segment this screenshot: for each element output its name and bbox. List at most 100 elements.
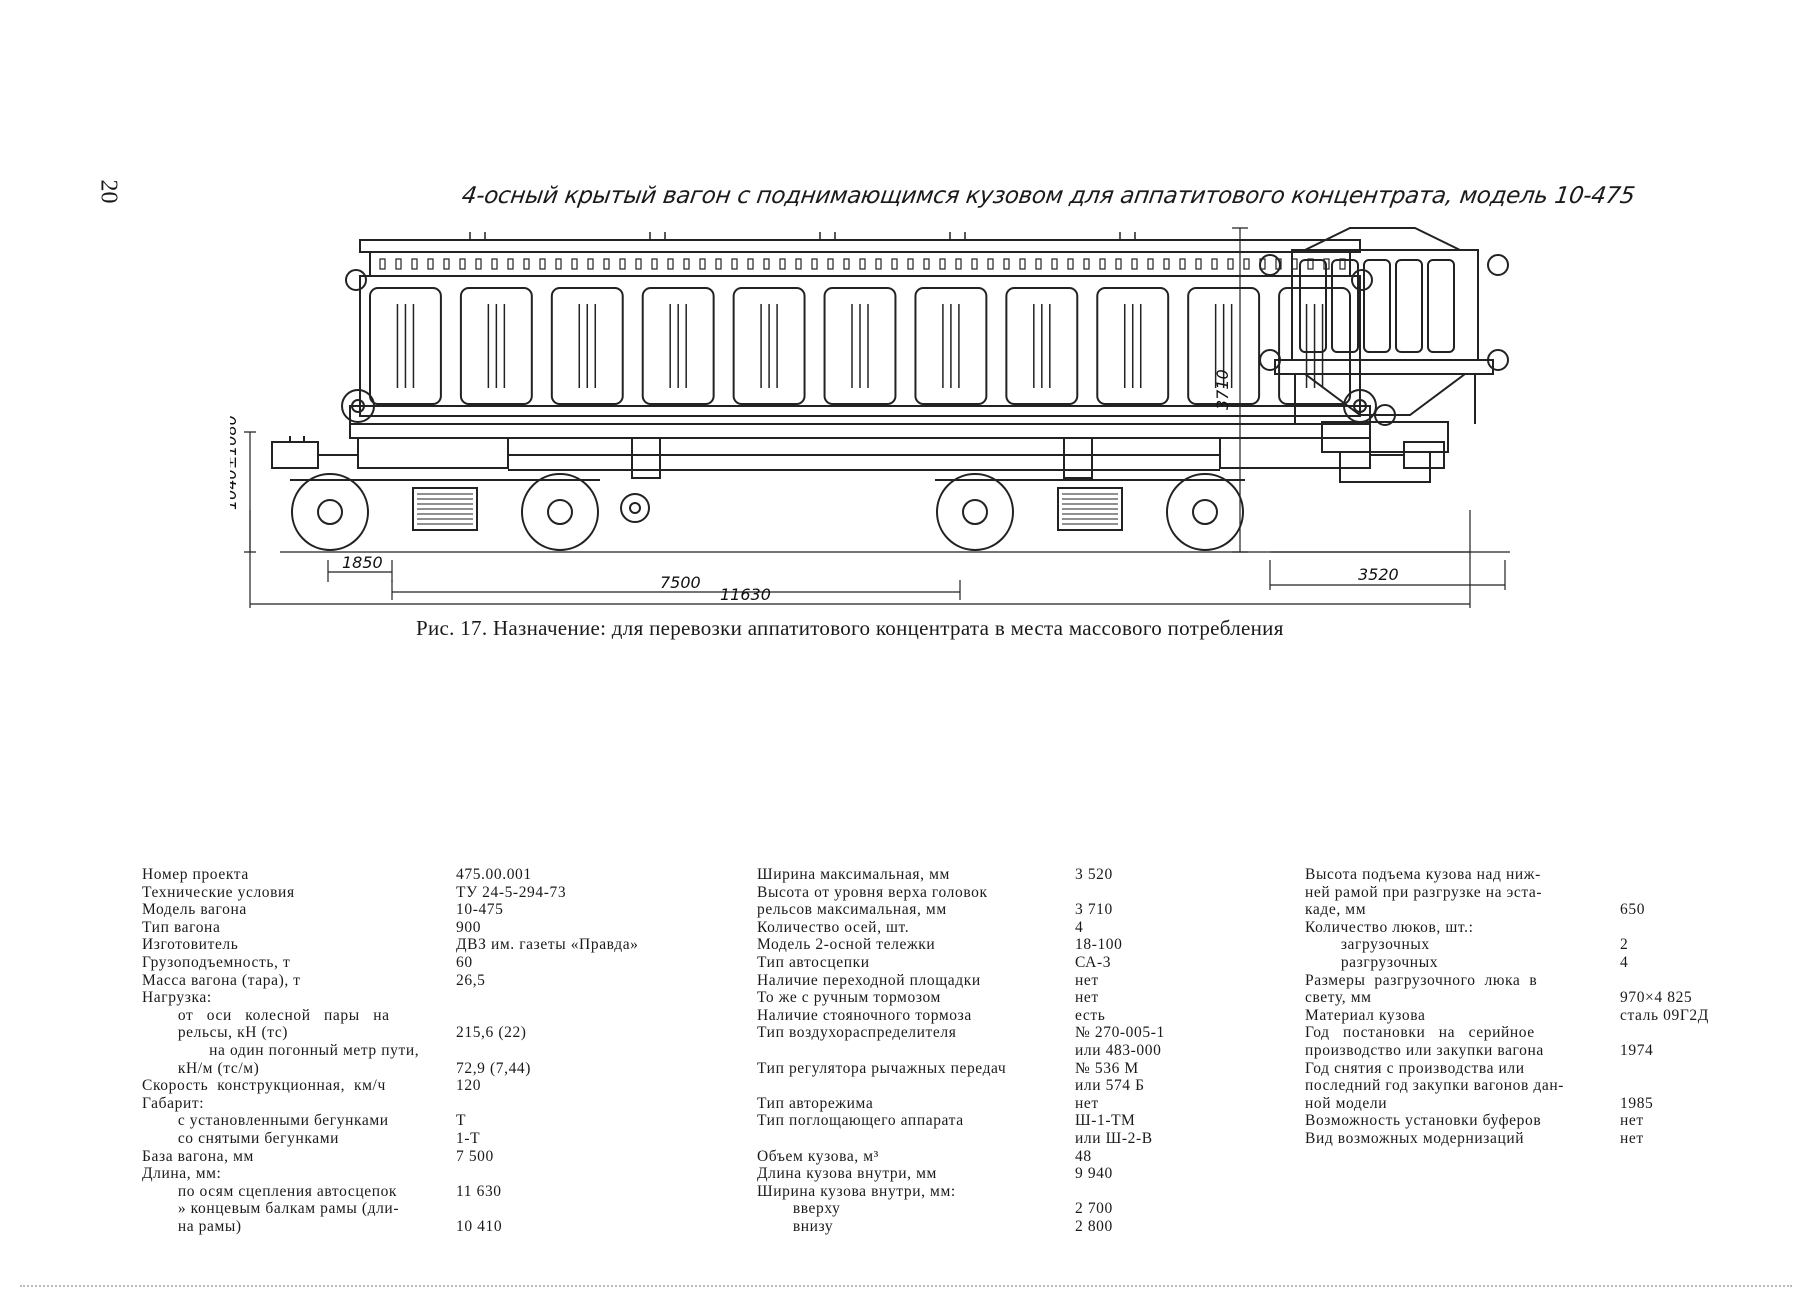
spec-label: Объем кузова, м³ xyxy=(757,1147,879,1165)
spec-row: Год постановки на серийное производство … xyxy=(1305,1024,1740,1059)
spec-value: нет xyxy=(1620,1129,1644,1147)
spec-label: Тип воздухораспределителя xyxy=(757,1024,957,1042)
spec-value: 650 xyxy=(1620,901,1646,919)
spec-row: Размеры разгрузочного люка в свету, мм 9… xyxy=(1305,972,1740,1007)
spec-value: сталь 09Г2Д xyxy=(1620,1006,1709,1024)
spec-value: 4 xyxy=(1075,918,1084,936)
dim-base-label: 7500 xyxy=(660,573,701,592)
spec-value: 60 xyxy=(456,953,473,971)
spec-value: 10 410 xyxy=(456,1217,503,1235)
spec-label: Год снятия с производства или последний … xyxy=(1305,1059,1565,1112)
spec-value: 1985 xyxy=(1620,1094,1654,1112)
spec-label: Длина кузова внутри, мм xyxy=(757,1165,937,1183)
spec-value: 26,5 xyxy=(456,971,486,989)
spec-label: Скорость конструкционная, км/ч xyxy=(142,1077,386,1095)
spec-label: Наличие стояночного тормоза xyxy=(757,1006,972,1024)
spec-value: 10-475 xyxy=(456,901,504,919)
spec-value: 9 940 xyxy=(1075,1165,1113,1183)
dim-width-end-label: 3520 xyxy=(1358,565,1399,584)
dim-height-end-label: 3710 xyxy=(1213,369,1232,410)
spec-row: Масса вагона (тара), т 26,5 xyxy=(142,972,686,990)
spec-value: 215,6 (22) xyxy=(456,1024,527,1042)
spec-label: Длина, мм: xyxy=(142,1165,222,1183)
spec-label: Тип регулятора рычажных передач xyxy=(757,1059,1007,1077)
spec-label: Тип вагона xyxy=(142,918,221,936)
spec-label: Номер проекта xyxy=(142,866,249,883)
figure-caption: Рис. 17. Назначение: для перевозки аппат… xyxy=(416,616,1284,640)
spec-value: Ш-1-ТМ или Ш-2-В xyxy=(1075,1112,1153,1147)
spec-label: То же с ручным тормозом xyxy=(757,989,941,1007)
spec-label: загрузочных xyxy=(1305,936,1430,954)
spec-row: на один погонный метр пути, кН/м (тс/м) … xyxy=(142,1042,686,1077)
spec-value: Т xyxy=(456,1112,467,1130)
spec-value: № 536 М или 574 Б xyxy=(1075,1059,1145,1095)
spec-label: Тип авторежима xyxy=(757,1094,874,1112)
spec-row: Материал кузова сталь 09Г2Д xyxy=(1305,1007,1740,1025)
spec-row: Количество осей, шт. 4 xyxy=(757,919,1275,937)
spec-value: 7 500 xyxy=(456,1147,494,1165)
spec-label: Модель вагона xyxy=(142,901,247,919)
page-number: 20 xyxy=(95,179,122,204)
spec-label: » концевым балкам рамы (дли- на рамы) xyxy=(177,1200,400,1235)
spec-label: Ширина кузова внутри, мм: xyxy=(757,1182,956,1200)
drawing-title: 4-осный крытый вагон с поднимающимся куз… xyxy=(460,183,1637,209)
spec-label: вверху xyxy=(757,1200,841,1218)
spec-row: Длина, мм: xyxy=(142,1165,686,1183)
spec-label: Тип поглощающего аппарата xyxy=(757,1112,964,1130)
spec-value: ТУ 24-5-294-73 xyxy=(456,883,567,901)
spec-value: 72,9 (7,44) xyxy=(456,1059,532,1077)
spec-value: 2 xyxy=(1620,936,1629,954)
spec-value: нет xyxy=(1620,1112,1644,1130)
spec-value: 475.00.001 xyxy=(456,866,532,883)
spec-value: 120 xyxy=(456,1077,482,1095)
spec-row: внизу 2 800 xyxy=(757,1218,1275,1236)
spec-row: Технические условия ТУ 24-5-294-73 xyxy=(142,884,686,902)
spec-label: от оси колесной пары на рельсы, кН (тс) xyxy=(177,1006,390,1042)
page-bottom-edge xyxy=(20,1285,1792,1287)
wagon-drawing: 1040±1080 1850 7500 11630 3710 3520 xyxy=(230,227,1510,608)
spec-row: с установленными бегунками Т xyxy=(142,1112,686,1130)
spec-row: Тип регулятора рычажных передач № 536 М и… xyxy=(757,1060,1275,1095)
spec-label: с установленными бегунками xyxy=(142,1112,389,1130)
spec-row: Высота от уровня верха головок рельсов м… xyxy=(757,884,1275,919)
spec-label: Технические условия xyxy=(142,883,295,901)
spec-value: 3 520 xyxy=(1075,866,1113,883)
dim-height-side-label: 1040±1080 xyxy=(230,415,240,510)
spec-value: 970×4 825 xyxy=(1620,989,1693,1007)
end-view xyxy=(1259,227,1510,553)
spec-row: Ширина кузова внутри, мм: xyxy=(757,1183,1275,1201)
spec-value: 3 710 xyxy=(1075,901,1113,919)
spec-row: Нагрузка: xyxy=(142,989,686,1007)
spec-label: Высота подъема кузова над ниж- ней рамой… xyxy=(1305,866,1543,919)
spec-row: » концевым балкам рамы (дли- на рамы) 10… xyxy=(142,1200,686,1235)
spec-label: Нагрузка: xyxy=(142,989,212,1007)
side-view xyxy=(271,232,1470,553)
spec-row: Количество люков, шт.: xyxy=(1305,919,1740,937)
dim-length-label: 11630 xyxy=(720,585,771,604)
spec-label: разгрузочных xyxy=(1305,953,1439,971)
spec-label: База вагона, мм xyxy=(142,1147,254,1165)
spec-value: 4 xyxy=(1620,953,1629,971)
spec-row: разгрузочных 4 xyxy=(1305,954,1740,972)
spec-value: 2 800 xyxy=(1075,1217,1113,1235)
spec-label: Масса вагона (тара), т xyxy=(142,971,301,989)
spec-value: 11 630 xyxy=(456,1182,502,1200)
spec-label: на один погонный метр пути, кН/м (тс/м) xyxy=(177,1041,420,1077)
spec-row: Год снятия с производства или последний … xyxy=(1305,1060,1740,1113)
spec-label: Количество осей, шт. xyxy=(757,918,910,936)
spec-row: Тип поглощающего аппарата Ш-1-ТМ или Ш-2-… xyxy=(757,1112,1275,1147)
spec-label: внизу xyxy=(757,1217,834,1235)
spec-label: Наличие переходной площадки xyxy=(757,971,981,989)
spec-value: 900 xyxy=(456,918,482,936)
spec-label: Материал кузова xyxy=(1305,1006,1426,1024)
spec-label: Модель 2-осной тележки xyxy=(757,936,936,954)
